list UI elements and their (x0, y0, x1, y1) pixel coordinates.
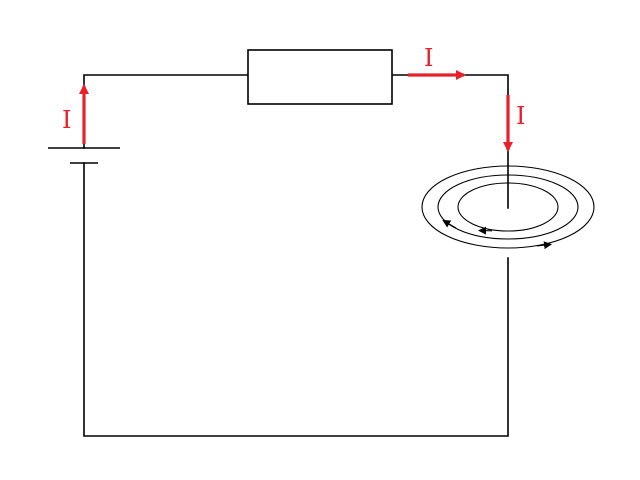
current-label-down: I (516, 102, 525, 130)
wire-right-top (391, 74, 509, 209)
field-ring-middle (437, 174, 579, 240)
field-ring-outer (421, 165, 595, 249)
magnetic-field-rings (421, 165, 595, 250)
current-label-battery: I (62, 106, 71, 134)
resistor (247, 49, 393, 105)
wire-bottom-loop (83, 162, 509, 437)
field-arrow-outer (536, 241, 552, 250)
current-label-top: I (424, 44, 433, 72)
field-ring-inner (457, 182, 559, 232)
field-arrow-middle (442, 219, 457, 229)
wire-left-top (83, 74, 249, 149)
